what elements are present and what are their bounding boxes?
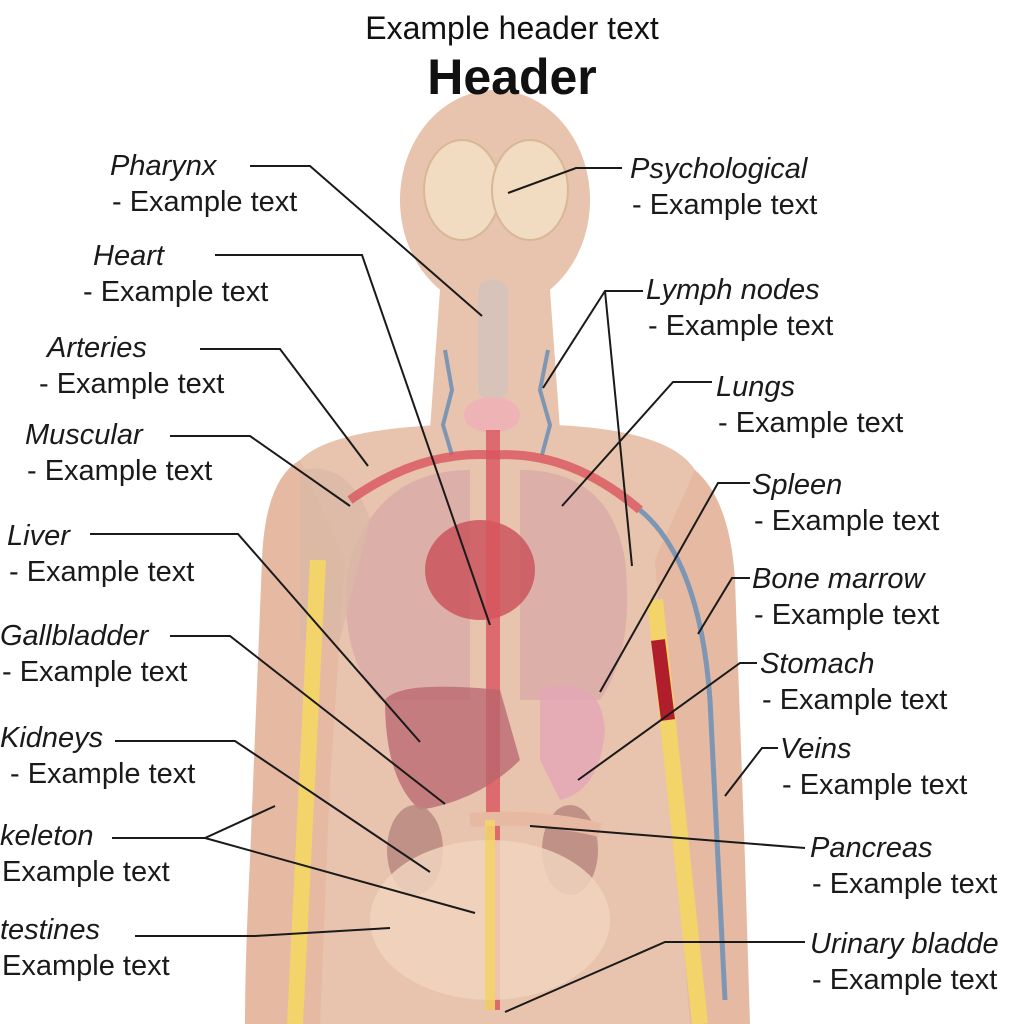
label-skeleton: keleton Example text — [0, 818, 170, 891]
brain-right-lobe — [491, 139, 569, 241]
label-name: testines — [0, 914, 100, 946]
leader-heart — [215, 254, 491, 626]
pharynx-shape — [478, 280, 508, 400]
label-desc: - Example text — [2, 656, 188, 689]
leader-intestines — [135, 927, 391, 937]
header-title: Header — [427, 49, 597, 105]
label-name: Muscular — [25, 419, 143, 451]
label-desc: - Example text — [754, 599, 940, 632]
label-muscular: Muscular - Example text — [25, 417, 212, 490]
pancreas-shape — [469, 811, 602, 837]
brain — [423, 139, 569, 241]
label-name: Lymph nodes — [646, 274, 820, 306]
thyroid-shape — [464, 397, 520, 433]
label-bone-marrow: Bone marrow - Example text — [752, 561, 939, 634]
label-pancreas: Pancreas - Example text — [810, 830, 997, 903]
left-lung — [346, 470, 470, 700]
arm-vein — [638, 508, 728, 1001]
label-pharynx: Pharynx - Example text — [110, 148, 297, 221]
lymph-left — [440, 349, 455, 456]
label-desc: Example text — [2, 950, 170, 983]
label-name: Veins — [780, 733, 852, 765]
right-arm-shape — [655, 470, 750, 1024]
right-lung — [520, 470, 628, 700]
label-desc: Example text — [2, 856, 170, 889]
label-name: Spleen — [752, 469, 843, 501]
label-psychological: Psychological - Example text — [630, 151, 817, 224]
leader-gallbladder — [170, 635, 446, 805]
label-name: Gallbladder — [0, 620, 149, 652]
leader-skeleton-b — [204, 837, 476, 914]
leader-lymph-a — [542, 290, 643, 389]
label-desc: - Example text — [648, 310, 834, 343]
label-lungs: Lungs - Example text — [716, 369, 903, 442]
heart-shape — [425, 520, 535, 620]
label-desc: - Example text — [812, 964, 998, 997]
label-name: Bone marrow — [752, 563, 925, 595]
label-desc: - Example text — [718, 407, 904, 440]
label-gallbladder: Gallbladder - Example text — [0, 618, 187, 691]
label-lymph-nodes: Lymph nodes - Example text — [646, 272, 833, 345]
label-veins: Veins - Example text — [780, 731, 967, 804]
leader-pharynx — [250, 165, 483, 317]
label-name: Arteries — [47, 332, 147, 364]
liver-shape — [385, 686, 520, 810]
label-urinary-bladder: Urinary bladde - Example text — [810, 926, 999, 999]
label-desc: - Example text — [10, 758, 196, 791]
label-desc: - Example text — [812, 868, 998, 901]
leader-spleen — [599, 482, 750, 693]
leader-lungs — [561, 381, 712, 507]
label-name: Urinary bladde — [810, 928, 999, 960]
label-name: Pancreas — [810, 832, 933, 864]
leader-lymph-b — [604, 290, 633, 567]
leader-pancreas — [529, 825, 806, 849]
label-name: Liver — [7, 520, 70, 552]
label-arteries: Arteries - Example text — [39, 330, 224, 403]
label-desc: - Example text — [762, 684, 948, 717]
label-name: Psychological — [630, 153, 808, 185]
label-name: Pharynx — [110, 150, 217, 182]
label-name: Kidneys — [0, 722, 104, 754]
leader-liver — [90, 533, 421, 743]
label-name: Heart — [93, 240, 164, 272]
label-spleen: Spleen - Example text — [752, 467, 939, 540]
label-name: Stomach — [760, 648, 875, 680]
leader-stomach — [577, 662, 757, 781]
bone-marrow-red — [651, 639, 675, 721]
lymph-right — [537, 349, 553, 456]
leader-lines — [90, 165, 806, 1013]
leader-arteries — [200, 348, 369, 467]
label-stomach: Stomach - Example text — [760, 646, 947, 719]
label-desc: - Example text — [632, 189, 818, 222]
label-desc: - Example text — [754, 505, 940, 538]
leader-bone-marrow — [697, 577, 750, 635]
label-kidneys: Kidneys - Example text — [0, 720, 195, 793]
brain-left-lobe — [423, 139, 501, 241]
leader-muscular — [170, 435, 351, 507]
leader-urinary-bladder — [504, 941, 805, 1013]
leader-veins — [724, 747, 778, 797]
label-desc: - Example text — [782, 769, 968, 802]
leader-psychological — [507, 167, 622, 194]
label-heart: Heart - Example text — [83, 238, 268, 311]
label-desc: - Example text — [9, 556, 195, 589]
label-name: keleton — [0, 820, 94, 852]
leader-kidneys — [115, 740, 431, 873]
label-desc: - Example text — [39, 368, 225, 401]
label-desc: - Example text — [27, 455, 213, 488]
label-desc: - Example text — [83, 276, 269, 309]
label-name: Lungs — [716, 371, 796, 403]
label-desc: - Example text — [112, 186, 298, 219]
header-subtitle: Example header text — [365, 10, 659, 46]
arch-artery — [347, 450, 643, 514]
left-arm-bone — [287, 559, 326, 1024]
label-liver: Liver - Example text — [7, 518, 194, 591]
label-intestines: testines Example text — [0, 912, 170, 985]
